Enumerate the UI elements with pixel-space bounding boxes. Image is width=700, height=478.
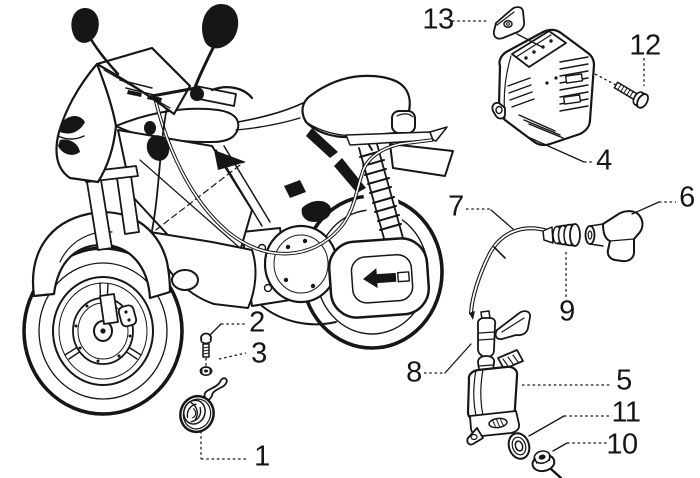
part-horn bbox=[179, 377, 228, 434]
callout-2: 2 bbox=[249, 306, 265, 339]
callout-5: 5 bbox=[616, 364, 632, 397]
part-cable-terminal bbox=[542, 223, 581, 247]
part-small-nut bbox=[199, 366, 213, 376]
callout-13: 13 bbox=[422, 3, 454, 36]
part-spark-plug-cable bbox=[469, 226, 550, 320]
front-wheel bbox=[22, 246, 184, 416]
part-bolt bbox=[613, 81, 649, 109]
bar-end bbox=[190, 87, 204, 101]
callout-6: 6 bbox=[679, 181, 695, 214]
part-clip bbox=[492, 6, 526, 40]
part-cable-boot bbox=[476, 310, 531, 359]
callout-7: 7 bbox=[448, 190, 464, 223]
leader-lines bbox=[200, 20, 676, 460]
headlight bbox=[60, 116, 85, 134]
callout-8: 8 bbox=[406, 356, 422, 389]
left-mirror bbox=[71, 8, 99, 43]
handlebar bbox=[150, 85, 254, 107]
motorcycle-illustration bbox=[22, 4, 454, 416]
part-voltage-regulator bbox=[491, 28, 596, 147]
callout-11: 11 bbox=[611, 396, 641, 429]
callout-4: 4 bbox=[596, 144, 612, 177]
part-washer bbox=[507, 432, 531, 460]
windscreen bbox=[95, 46, 192, 116]
callout-12: 12 bbox=[629, 29, 661, 62]
mirrors bbox=[71, 4, 239, 92]
front-fairing bbox=[55, 62, 170, 184]
part-spark-plug-cap bbox=[584, 210, 644, 263]
rear-shock bbox=[354, 139, 406, 248]
callout-1: 1 bbox=[254, 440, 270, 473]
callout-3: 3 bbox=[251, 337, 267, 370]
part-nut bbox=[531, 450, 563, 478]
callout-9: 9 bbox=[559, 295, 575, 328]
part-ignition-coil bbox=[466, 349, 524, 446]
callout-10: 10 bbox=[606, 428, 638, 461]
right-mirror bbox=[202, 4, 239, 49]
part-screw bbox=[200, 332, 212, 358]
